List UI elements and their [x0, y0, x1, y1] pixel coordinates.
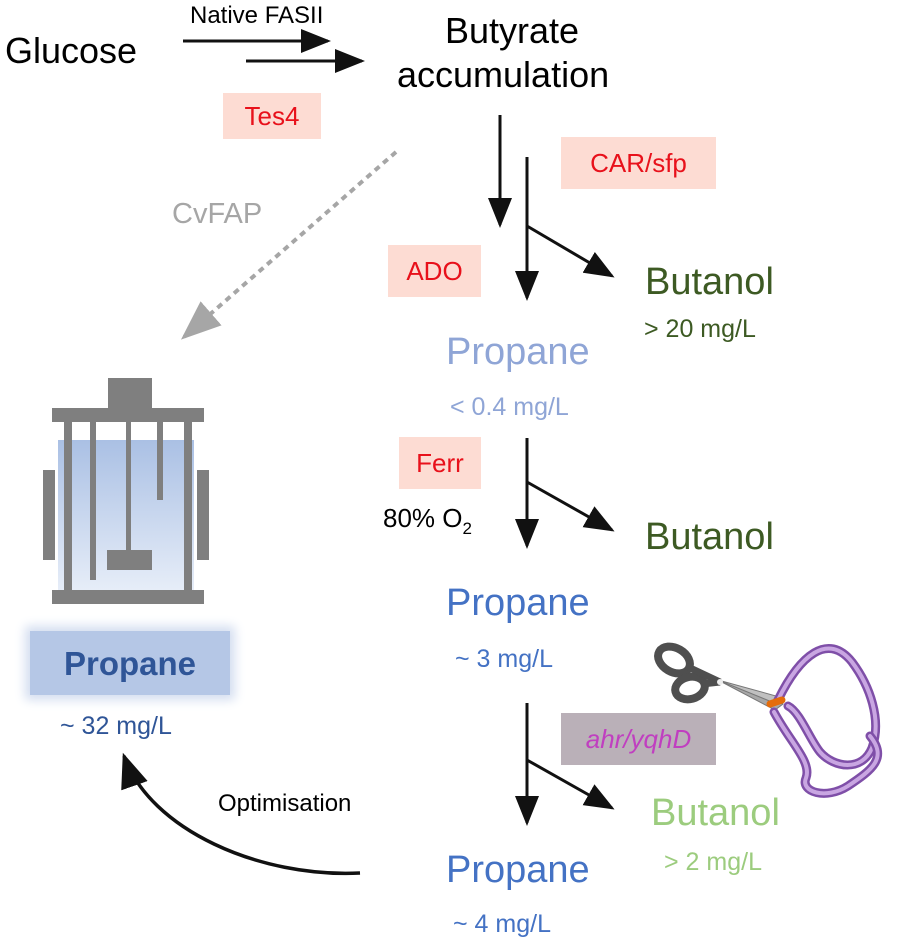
stage3-butanol-titer: > 2 mg/L: [664, 848, 762, 876]
stage2-butanol: Butanol: [645, 516, 774, 558]
reactor-titer: ~ 32 mg/L: [60, 712, 172, 740]
enzyme-car-sfp: CAR/sfp: [561, 137, 716, 189]
dna-strand-icon: [766, 644, 883, 798]
butyrate-label-line2: accumulation: [397, 54, 610, 95]
arrow-stage3-butanol: [526, 758, 615, 810]
glucose-label: Glucose: [5, 30, 138, 71]
stage1-propane: Propane: [446, 331, 590, 373]
enzyme-ferr: Ferr: [399, 437, 481, 489]
optimisation-label: Optimisation: [218, 790, 352, 817]
arrow-cvfap-dashed: [180, 150, 398, 340]
stage2-propane: Propane: [446, 582, 590, 624]
stage3-butanol: Butanol: [651, 792, 780, 834]
arrow-stage1-butanol: [526, 224, 615, 278]
stage2-propane-titer: ~ 3 mg/L: [455, 645, 553, 673]
stage1-propane-titer: < 0.4 mg/L: [450, 393, 569, 421]
scissors-icon: [654, 642, 785, 711]
arrow-optimisation: [121, 752, 361, 876]
stage1-butanol-titer: > 20 mg/L: [644, 315, 756, 343]
enzyme-tes4: Tes4: [223, 93, 321, 139]
cvfap-label: CvFAP: [172, 198, 263, 230]
bioreactor-icon: [43, 378, 209, 604]
native-fasii-label: Native FASII: [190, 2, 324, 29]
stage3-propane-titer: ~ 4 mg/L: [453, 910, 551, 938]
butyrate-label-line1: Butyrate: [445, 10, 580, 51]
arrow-stage2-butanol: [526, 480, 615, 532]
stage1-butanol: Butanol: [645, 261, 774, 303]
reactor-propane-label: Propane: [30, 631, 230, 695]
stage2-condition-text: 80% O: [383, 503, 463, 533]
stage2-condition: 80% O2: [383, 503, 472, 537]
enzyme-ado: ADO: [388, 245, 481, 297]
stage2-condition-subscript: 2: [462, 519, 472, 538]
enzyme-ahr-yqhd: ahr/yqhD: [561, 713, 716, 765]
stage3-propane: Propane: [446, 849, 590, 891]
